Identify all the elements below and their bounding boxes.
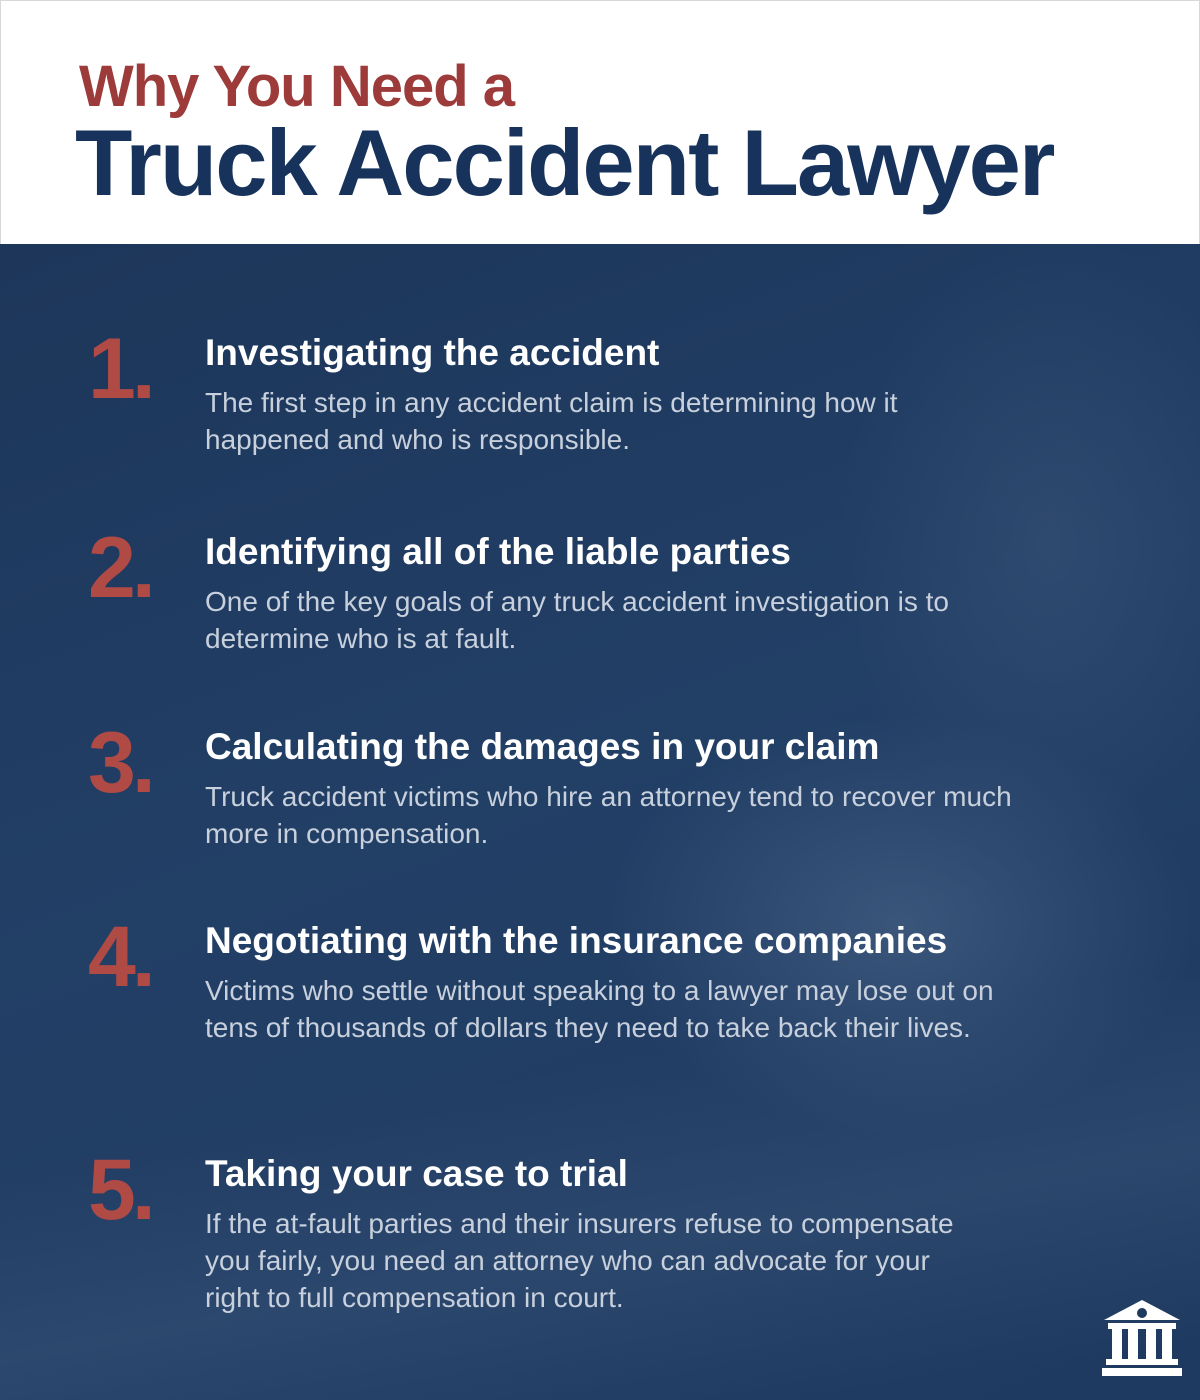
headline-main: Truck Accident Lawyer xyxy=(75,110,1055,215)
item-description: One of the key goals of any truck accide… xyxy=(205,586,949,654)
courthouse-icon xyxy=(1102,1300,1182,1376)
headline-top: Why You Need a xyxy=(79,54,515,119)
item-number: 2. xyxy=(88,520,156,616)
item-description: The first step in any accident claim is … xyxy=(205,387,898,455)
item-number: 3. xyxy=(88,715,156,811)
item-title: Investigating the accident xyxy=(205,332,660,373)
item-description: Victims who settle without speaking to a… xyxy=(205,975,994,1043)
item-number: 5. xyxy=(88,1142,156,1238)
item-title: Identifying all of the liable parties xyxy=(205,531,791,572)
item-title: Calculating the damages in your claim xyxy=(205,726,880,767)
item-title: Taking your case to trial xyxy=(205,1153,628,1194)
item-title: Negotiating with the insurance companies xyxy=(205,920,948,961)
item-description: If the at-fault parties and their insure… xyxy=(205,1208,954,1313)
header: Why You Need a Truck Accident Lawyer xyxy=(0,0,1200,245)
item-description: Truck accident victims who hire an attor… xyxy=(205,781,1012,849)
content-panel xyxy=(0,244,1200,1400)
background-photo xyxy=(0,980,1200,1400)
item-number: 1. xyxy=(88,321,156,417)
item-number: 4. xyxy=(88,909,156,1005)
